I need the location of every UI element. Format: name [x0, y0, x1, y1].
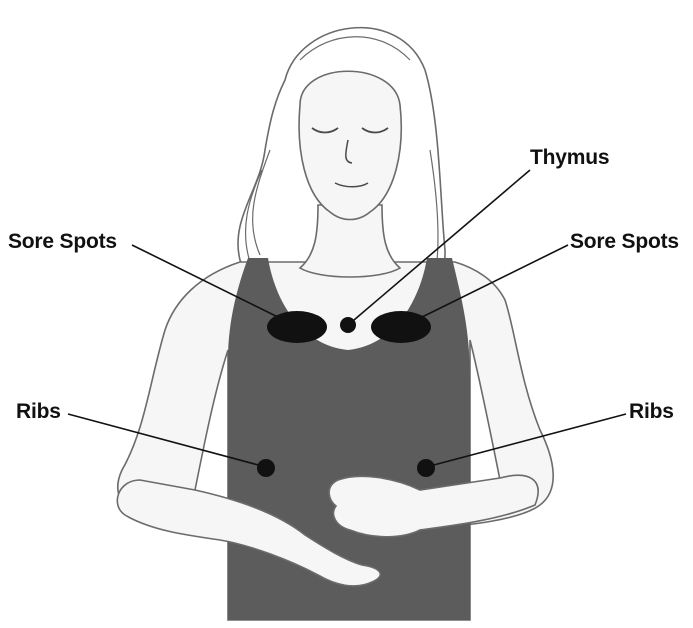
sore-spots-right-label: Sore Spots — [570, 231, 679, 252]
thymus-label: Thymus — [530, 147, 609, 168]
rib-left-marker — [257, 459, 275, 477]
ribs-right-label: Ribs — [629, 401, 674, 422]
thymus-marker — [340, 317, 356, 333]
sore-spot-right-marker — [371, 311, 431, 343]
ribs-left-label: Ribs — [16, 401, 61, 422]
rib-right-marker — [417, 459, 435, 477]
sore-spot-left-marker — [267, 311, 327, 343]
sore-spots-left-label: Sore Spots — [8, 231, 117, 252]
